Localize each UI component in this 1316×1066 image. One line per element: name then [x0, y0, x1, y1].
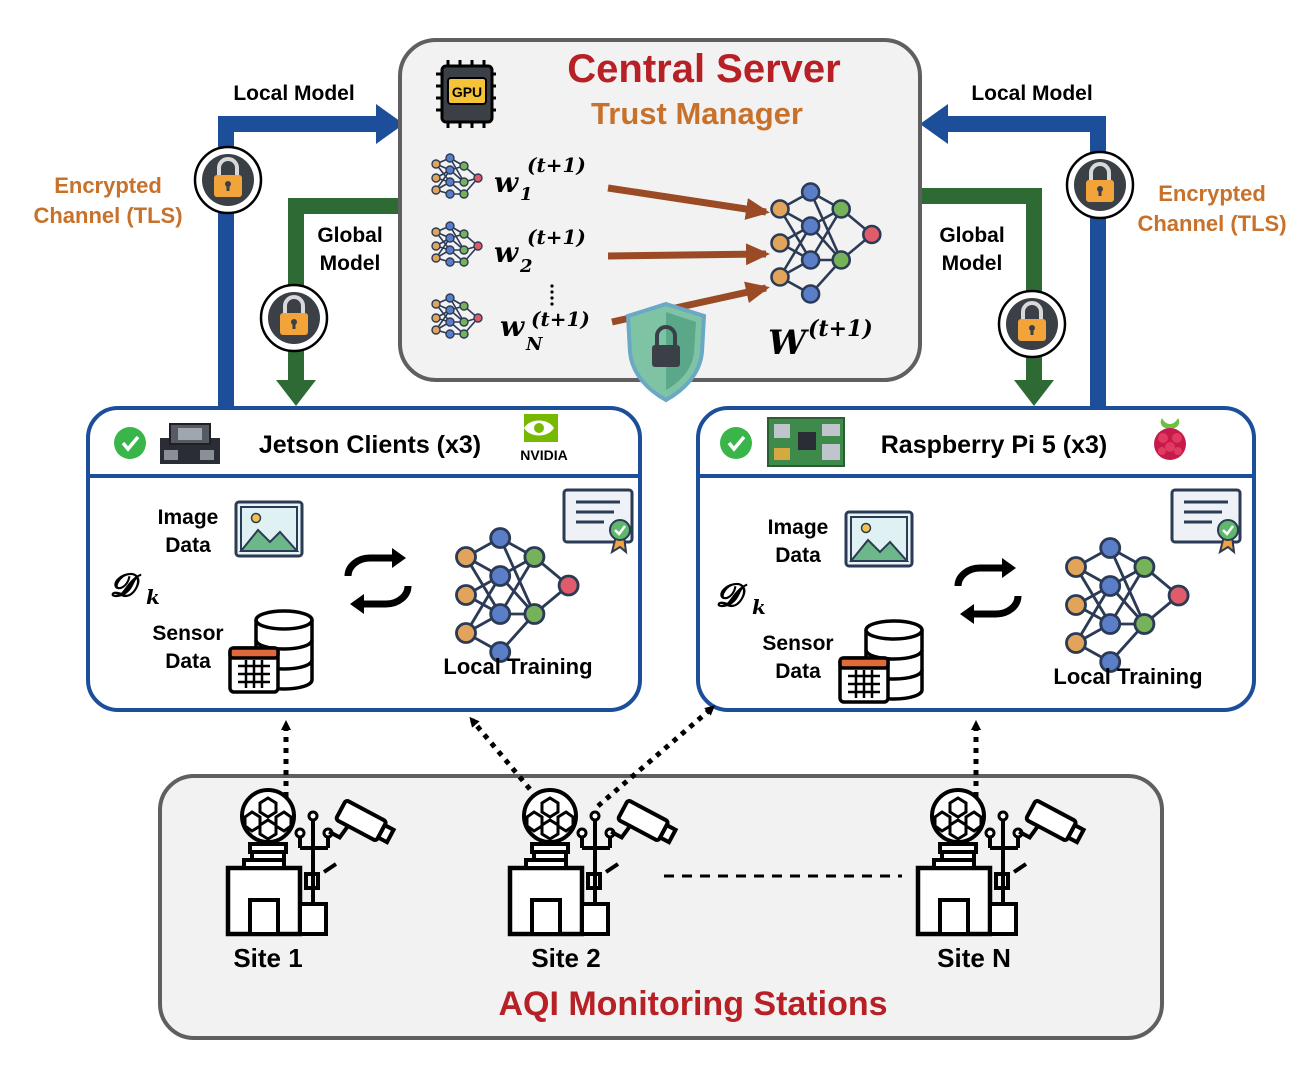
weight-w1: w 1 (t+1) — [494, 153, 586, 205]
gpu-label: GPU — [452, 84, 482, 100]
lock-icon — [193, 145, 263, 215]
left-local-model-label: Local Model — [233, 82, 354, 105]
data-flow-arrow — [469, 716, 546, 808]
right-encrypted-label-line2: Channel (TLS) — [1137, 211, 1286, 236]
global-weight-label: W (t+1) — [768, 316, 873, 363]
right-local-model-label: Local Model — [971, 82, 1092, 105]
aggregation-arrow-2 — [607, 243, 770, 266]
left-global-label-line2: Model — [320, 252, 381, 275]
svg-text:w: w — [494, 166, 519, 199]
nvidia-logo-icon: NVIDIA — [520, 414, 568, 463]
certificate-icon — [562, 488, 634, 554]
left-encrypted-label-line2: Channel (TLS) — [33, 203, 182, 228]
svg-text:NVIDIA: NVIDIA — [520, 447, 567, 463]
jetson-board-icon — [160, 423, 220, 464]
trust-manager-label: Trust Manager — [591, 96, 803, 131]
right-global-label-line1: Global — [939, 224, 1004, 247]
left-global-label-line1: Global — [317, 224, 382, 247]
svg-text:(t+1): (t+1) — [808, 316, 873, 342]
raspberry-pi-board-icon — [767, 417, 845, 467]
image-data-label-line1: Image — [768, 516, 829, 539]
local-training-label: Local Training — [1053, 664, 1202, 689]
left-local-model-arrow — [218, 116, 380, 408]
svg-text:N: N — [525, 334, 544, 355]
svg-text:W: W — [768, 323, 809, 363]
vertical-ellipsis — [550, 284, 554, 306]
left-encrypted-label-line1: Encrypted — [54, 173, 162, 198]
raspberry-pi-client-title: Raspberry Pi 5 (x3) — [881, 431, 1108, 459]
image-icon — [844, 510, 914, 568]
lock-icon — [1065, 150, 1135, 220]
shield-lock-icon — [625, 301, 707, 403]
sensor-data-label-line2: Data — [775, 660, 821, 683]
image-icon — [234, 500, 304, 558]
sensor-data-label-line2: Data — [165, 650, 211, 673]
image-data-label-line2: Data — [775, 544, 821, 567]
sensor-data-label-line1: Sensor — [152, 622, 223, 645]
lock-icon — [997, 289, 1067, 359]
aggregation-arrow-1 — [607, 184, 770, 220]
lock-icon — [259, 283, 329, 353]
image-data-label-line2: Data — [165, 534, 211, 557]
right-local-model-arrow — [944, 116, 1106, 408]
right-global-label-line2: Model — [942, 252, 1003, 275]
svg-text:(t+1): (t+1) — [527, 153, 586, 177]
jetson-client-title: Jetson Clients (x3) — [259, 431, 481, 459]
svg-text:w: w — [500, 310, 525, 343]
svg-text:w: w — [494, 236, 519, 269]
weight-w2: w 2 (t+1) — [494, 225, 586, 277]
site-2-label: Site 2 — [531, 943, 600, 973]
check-icon — [718, 425, 754, 461]
server-title: Central Server — [567, 47, 840, 91]
site-n-label: Site N — [937, 943, 1011, 973]
raspberry-pi-client-box — [696, 406, 1256, 712]
weight-wn: w N (t+1) — [500, 307, 590, 355]
svg-text:k: k — [752, 595, 766, 619]
sensor-data-label-line1: Sensor — [762, 632, 833, 655]
aqi-stations-title: AQI Monitoring Stations — [498, 985, 887, 1023]
certificate-icon — [1170, 488, 1242, 554]
local-training-label: Local Training — [443, 654, 592, 679]
right-encrypted-label-line1: Encrypted — [1158, 181, 1266, 206]
svg-text:(t+1): (t+1) — [531, 307, 590, 331]
gpu-chip-icon: GPU — [436, 60, 496, 128]
raspberry-logo-icon — [1154, 418, 1186, 460]
aqi-stations-box — [158, 774, 1164, 1040]
svg-text:1: 1 — [520, 184, 533, 205]
check-icon — [112, 425, 148, 461]
svg-text:k: k — [146, 585, 160, 609]
data-flow-arrow — [596, 705, 716, 808]
site-1-label: Site 1 — [233, 943, 302, 973]
svg-text:(t+1): (t+1) — [527, 225, 586, 249]
svg-text:2: 2 — [519, 256, 533, 277]
image-data-label-line1: Image — [158, 506, 219, 529]
